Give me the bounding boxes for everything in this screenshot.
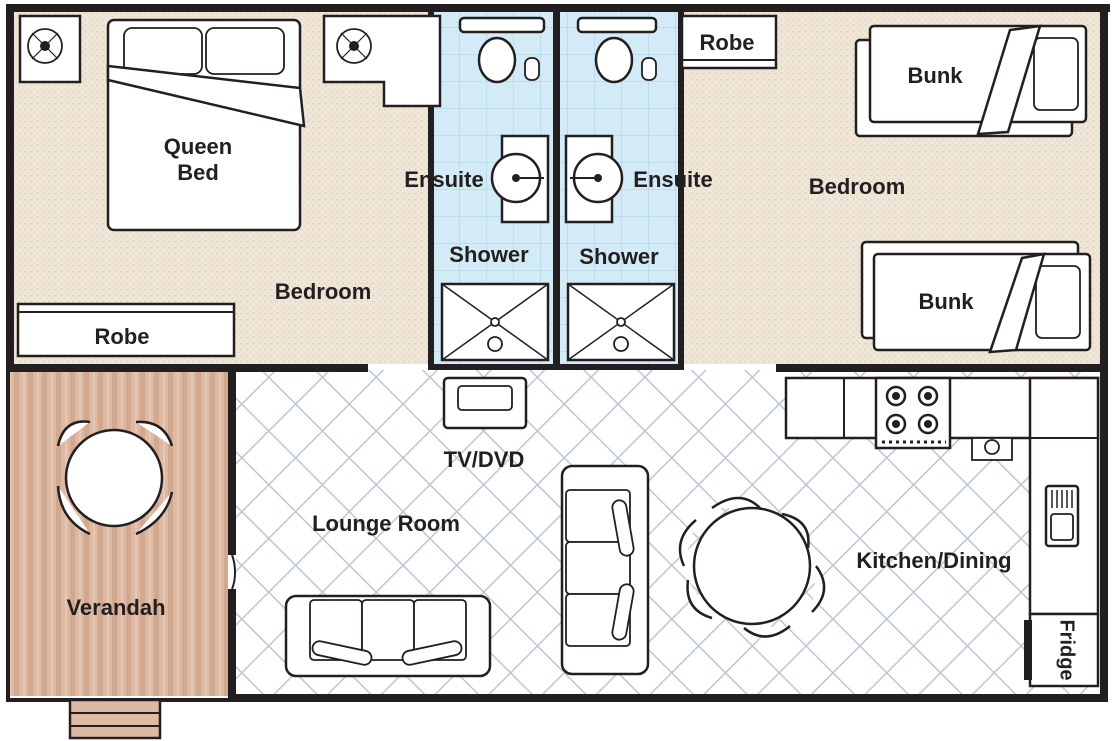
wall-verandah: [228, 364, 236, 702]
shower-right-label: Shower: [579, 244, 659, 269]
bunk-bottom-label: Bunk: [919, 289, 975, 314]
wall-right: [1100, 4, 1108, 702]
basin-left: [490, 134, 550, 224]
bedroom-left-label: Bedroom: [275, 279, 372, 304]
wall-ensuite-right: [678, 12, 684, 370]
robe-left: Robe: [16, 302, 236, 358]
shower-base-left: [440, 282, 550, 362]
fridge-door-edge: [1024, 620, 1032, 680]
wall-ensuite-bottom: [428, 364, 684, 370]
bedside-table-right: [322, 14, 442, 108]
bunk-top-label: Bunk: [908, 63, 964, 88]
lounge-label: Lounge Room: [312, 511, 460, 536]
queen-bed: Queen Bed: [106, 18, 306, 232]
robe-left-label: Robe: [95, 324, 150, 349]
toilet-right: [576, 16, 658, 84]
kitchen-label: Kitchen/Dining: [856, 548, 1011, 573]
bunk-top: Bunk: [854, 24, 1088, 138]
fridge: Fridge: [1024, 612, 1100, 688]
verandah-label: Verandah: [66, 595, 165, 620]
wall-mid-right: [776, 364, 1106, 372]
verandah-door-swing: [231, 554, 236, 590]
robe-right: Robe: [680, 14, 778, 70]
stove: [874, 376, 952, 450]
fridge-label: Fridge: [1056, 619, 1078, 680]
wall-bottom: [228, 694, 1108, 702]
wall-mid-left: [6, 364, 368, 372]
shower-left-label: Shower: [449, 242, 529, 267]
toilet-left: [458, 16, 546, 84]
robe-right-label: Robe: [700, 30, 755, 55]
kitchen-sink: [1044, 484, 1080, 548]
queen-bed-label-1: Queen: [164, 134, 232, 159]
wall-ensuite-center: [553, 12, 560, 370]
bunk-bottom: Bunk: [860, 240, 1092, 354]
queen-bed-label-2: Bed: [177, 160, 219, 185]
wall-top: [6, 4, 1110, 12]
verandah-steps: [68, 698, 162, 740]
sofa-vertical: [560, 464, 650, 676]
dining-table: [678, 496, 826, 638]
wall-ensuite-left: [428, 12, 434, 370]
verandah-edge-left: [6, 364, 10, 702]
oven-knob: [971, 437, 1013, 461]
wall-left: [6, 4, 14, 370]
bedside-table-left: [18, 14, 82, 84]
ensuite-right-label: Ensuite: [633, 167, 712, 192]
tv-label: TV/DVD: [444, 447, 525, 472]
basin-right: [564, 134, 624, 224]
bedroom-right-label: Bedroom: [809, 174, 906, 199]
sofa-horizontal: [284, 594, 492, 678]
verandah-door-gap: [228, 555, 236, 589]
shower-base-right: [566, 282, 676, 362]
verandah-floor: [8, 370, 232, 696]
tv-unit: TV/DVD: [442, 376, 528, 472]
verandah-table: [56, 420, 174, 536]
ensuite-left-label: Ensuite: [404, 167, 483, 192]
